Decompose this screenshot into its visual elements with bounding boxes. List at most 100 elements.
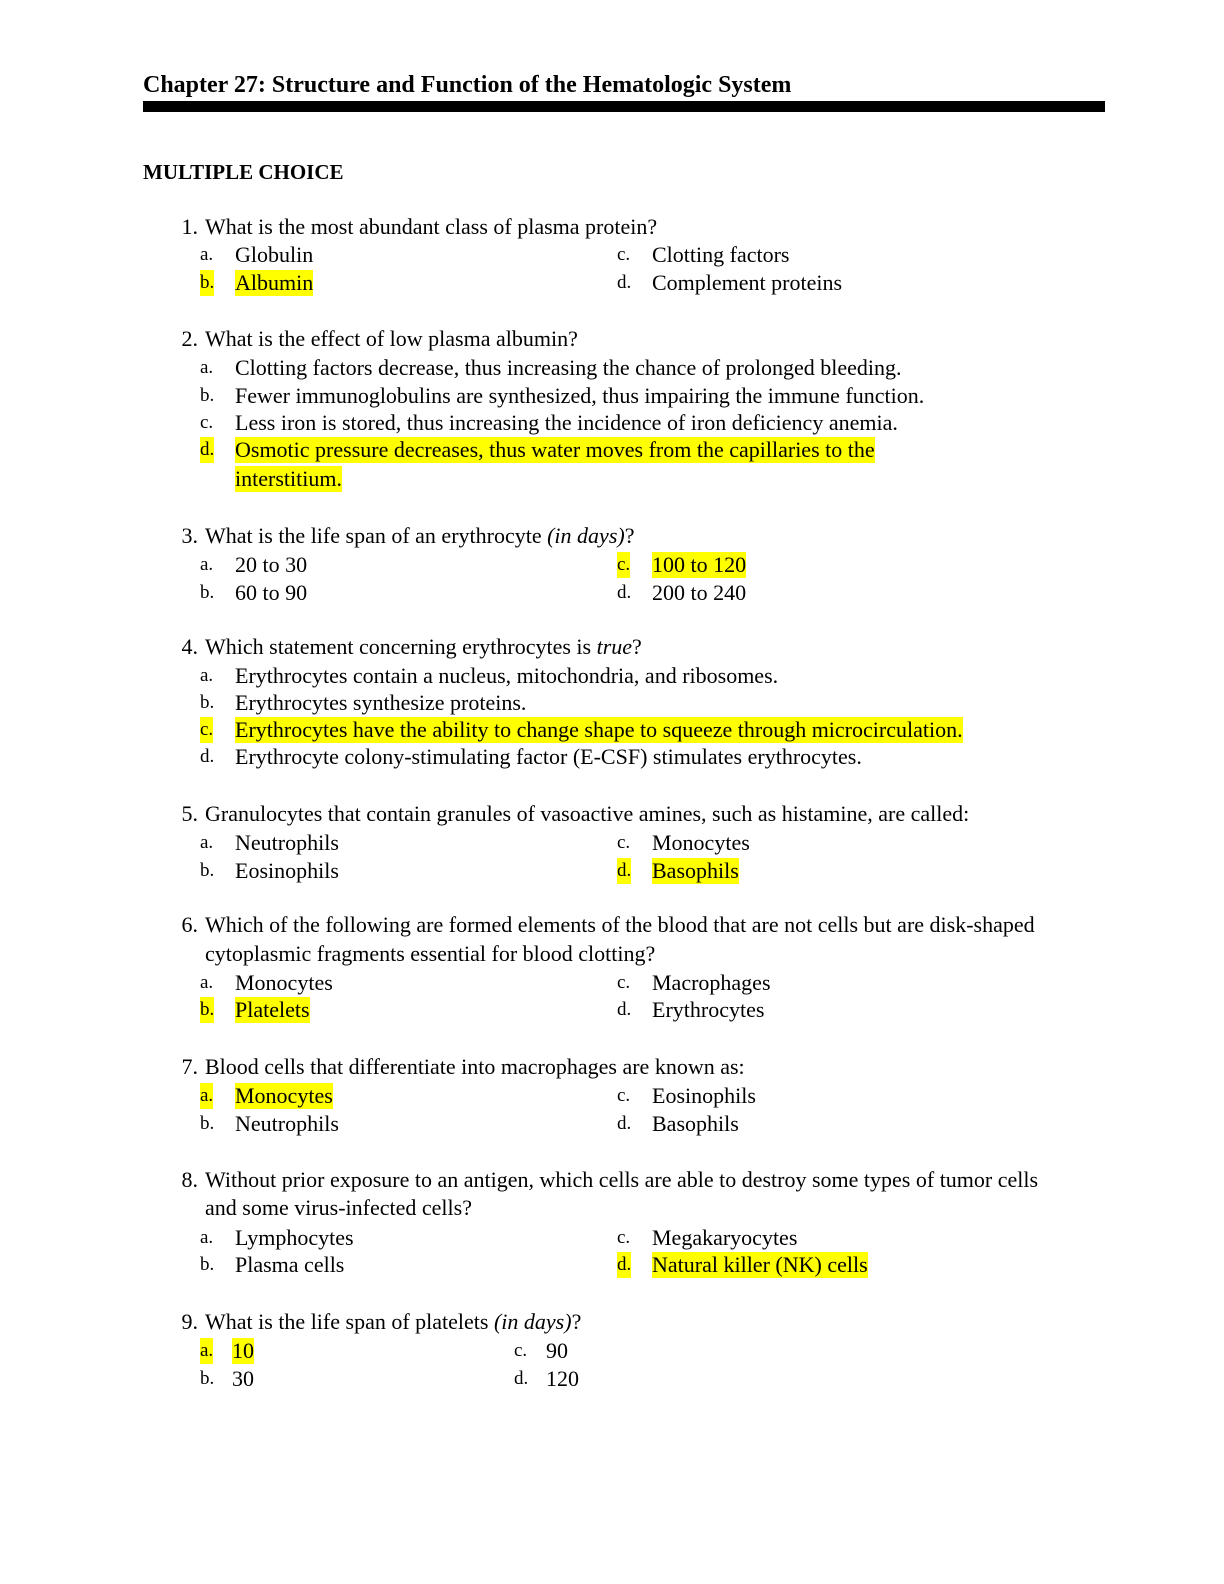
option-text: Lymphocytes [235,1225,354,1250]
option-letter-answer: b. [200,270,215,296]
option-text: 120 [546,1366,579,1391]
option-letter-answer: c. [200,717,214,743]
option-letter-answer: a. [200,1338,214,1364]
option-text: Neutrophils [235,1111,339,1136]
option-letter-answer: c. [617,552,631,578]
option-text: 90 [546,1338,568,1363]
option-text: Basophils [652,1111,739,1136]
option-letter: c. [514,1340,528,1361]
question-number: 9. [181,1309,199,1334]
option-text: Fewer immunoglobulins are synthesized, t… [235,383,925,408]
question-stem: Which of the following are formed elemen… [205,912,1035,937]
title-rule [143,101,1105,112]
option-text: 30 [232,1366,254,1391]
option-text: Erythrocyte colony-stimulating factor (E… [235,744,862,769]
option-letter: b. [200,1254,215,1275]
option-letter: a. [200,972,214,993]
stem-emphasis: (in days) [547,523,625,548]
question-number: 1. [181,214,199,239]
question-stem: What is the life span of an erythrocyte … [205,523,634,549]
option-letter-answer: d. [617,1252,632,1278]
option-letter: a. [200,244,214,265]
option-text: Monocytes [652,830,750,855]
option-letter: b. [200,692,215,713]
option-letter-answer: b. [200,997,215,1023]
option-text: 200 to 240 [652,580,747,605]
stem-text: Which statement concerning erythrocytes … [205,634,597,659]
stem-text: What is the life span of platelets [205,1309,494,1334]
option-text: Less iron is stored, thus increasing the… [235,410,898,435]
option-text-answer: Platelets [235,997,310,1023]
option-text: Monocytes [235,970,333,995]
chapter-title: Chapter 27: Structure and Function of th… [143,72,792,98]
option-letter: b. [200,1368,215,1389]
option-letter-answer: a. [200,1083,214,1109]
option-letter: b. [200,860,215,881]
question-stem: Granulocytes that contain granules of va… [205,801,970,826]
question-stem: What is the effect of low plasma albumin… [205,326,578,351]
option-text-answer: Albumin [235,270,314,296]
question-number: 5. [181,801,199,826]
option-text: Erythrocytes [652,997,765,1022]
option-text-answer: Osmotic pressure decreases, thus water m… [235,437,875,463]
option-letter-answer: d. [617,858,632,884]
option-letter: b. [200,582,215,603]
question-number: 6. [181,912,199,937]
option-letter: c. [617,1227,631,1248]
option-letter: a. [200,832,214,853]
option-text: Clotting factors [652,242,790,267]
option-text: Erythrocytes synthesize proteins. [235,690,527,715]
stem-text: What is the life span of an erythrocyte [205,523,548,548]
option-letter-answer: d. [200,437,215,463]
option-letter: d. [617,582,632,603]
question-number: 8. [181,1167,199,1192]
option-text: Clotting factors decrease, thus increasi… [235,355,902,380]
option-text-answer: Erythrocytes have the ability to change … [235,717,963,743]
option-text: Eosinophils [235,858,339,883]
question-number: 7. [181,1054,199,1079]
option-letter: d. [617,272,632,293]
question-stem-line-2: and some virus-infected cells? [205,1195,472,1220]
option-letter: a. [200,665,214,686]
question-stem: What is the most abundant class of plasm… [205,214,658,239]
stem-suffix: ? [632,634,642,659]
stem-suffix: ? [624,523,635,548]
option-text: Erythrocytes contain a nucleus, mitochon… [235,663,779,688]
option-text-answer: Natural killer (NK) cells [652,1252,868,1278]
question-number: 4. [181,634,199,659]
question-stem: Blood cells that differentiate into macr… [205,1054,745,1079]
option-text: Eosinophils [652,1083,756,1108]
option-letter: a. [200,1227,214,1248]
option-text: Complement proteins [652,270,843,295]
question-stem: Without prior exposure to an antigen, wh… [205,1167,1039,1192]
option-letter: b. [200,1113,215,1134]
option-text: Plasma cells [235,1252,345,1277]
question-stem: What is the life span of platelets (in d… [205,1309,581,1335]
option-letter: b. [200,385,215,406]
option-letter: c. [617,1085,631,1106]
option-letter: c. [617,832,631,853]
option-letter: c. [617,244,631,265]
option-text: Megakaryocytes [652,1225,798,1250]
option-letter: d. [617,1113,632,1134]
option-letter: c. [200,412,214,433]
stem-emphasis: true [596,634,633,659]
option-text: Neutrophils [235,830,339,855]
option-text-answer-continuation: interstitium. [235,466,342,492]
option-text: Macrophages [652,970,771,995]
option-letter: d. [617,999,632,1020]
question-stem: Which statement concerning erythrocytes … [205,634,642,660]
stem-suffix: ? [571,1309,582,1334]
question-stem-line-2: cytoplasmic fragments essential for bloo… [205,941,656,966]
option-text-answer: Basophils [652,858,739,884]
option-text-answer: 10 [232,1338,254,1364]
option-letter: a. [200,357,214,378]
option-text-answer: 100 to 120 [652,552,747,578]
option-letter: d. [200,746,215,767]
question-number: 2. [181,326,199,351]
option-text: 20 to 30 [235,552,308,577]
option-text: Globulin [235,242,314,267]
option-letter: c. [617,972,631,993]
option-text: 60 to 90 [235,580,308,605]
